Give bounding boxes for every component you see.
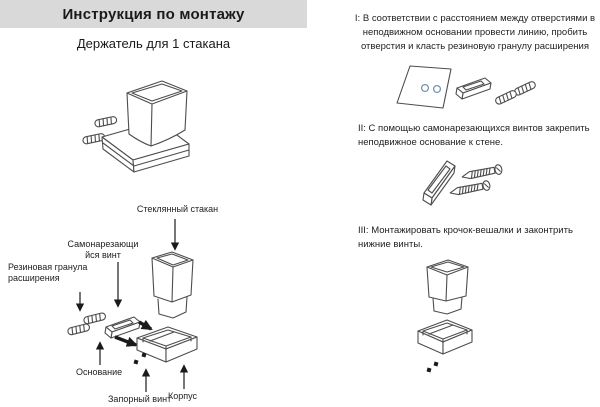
part-label-locking-screw: Запорный винт [108,394,172,404]
page-title: Инструкция по монтажу [62,5,245,23]
assembly-arrow-bottom [114,335,138,347]
step-1-illustration [396,65,537,109]
holder-body-drawing [417,319,473,355]
part-label-base: Основание [76,367,123,377]
step-3-text: III: Монтажировать крочок-вешалки и зако… [358,225,573,250]
locking-screw-dot [133,359,139,365]
header-bar: Инструкция по монтажу [0,0,307,28]
glass-cup-drawing [126,80,188,147]
base-bracket-drawing [422,160,456,206]
step-2-illustration [422,160,504,206]
glass-cup-drawing [151,251,194,319]
step-3-illustration [417,259,473,373]
glass-cup-drawing [426,259,469,315]
part-label-glass-cup: Стеклянный стакан [136,204,219,214]
wall-plate-drawing [396,65,452,109]
assembled-holder-drawing [81,80,190,173]
holder-body-drawing [136,326,198,363]
step-2-text: II: С помощью самонарезающихся винтов за… [358,123,590,148]
exploded-view-drawing [66,219,198,392]
part-label-self-tapping-screw: Самонарезающийся винт [67,239,139,261]
part-label-body: Корпус [168,391,198,401]
locking-screw-dot [433,361,439,367]
locking-screw-dot [426,367,432,373]
drill-hole [420,83,430,93]
locking-screw-dot [141,352,147,358]
product-title: Держатель для 1 стакана [76,36,231,51]
base-bracket-drawing [455,77,492,100]
assembly-arrow-top [138,319,153,331]
part-label-rubber-granule: Резиновая гранула расширения [8,262,88,284]
base-bracket-drawing [104,316,141,339]
step-1-text: I: В соответствии с расстоянием между от… [354,13,596,52]
drill-hole [432,84,442,94]
